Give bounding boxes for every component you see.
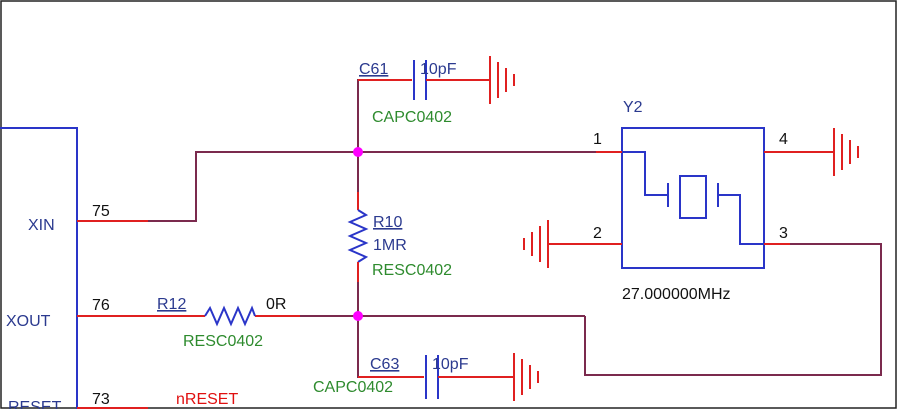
- junction-dot-xout: [353, 311, 363, 321]
- pin-number-75: 75: [92, 203, 110, 220]
- ground-icon: [513, 353, 539, 401]
- c61-footprint: CAPC0402: [372, 109, 452, 126]
- r12-zigzag: [204, 305, 256, 327]
- c61-value: 10pF: [420, 61, 457, 78]
- ground-icon: [523, 220, 549, 268]
- crystal-y2: Y2 27.000000MHz 1 2 3 4: [523, 99, 859, 303]
- r10-zigzag: [347, 209, 369, 263]
- c63-footprint: CAPC0402: [313, 379, 393, 396]
- pin-name-xout: XOUT: [6, 313, 51, 330]
- resistor-r12: R12 0R RESC0402: [157, 296, 286, 350]
- y2-quartz: [679, 175, 707, 219]
- y2-frequency: 27.000000MHz: [622, 286, 731, 303]
- net-label-nreset: nRESET: [176, 391, 238, 408]
- r12-value: 0R: [266, 296, 286, 313]
- pin-number-76: 76: [92, 297, 110, 314]
- ic-symbol: XIN XOUT RESET: [0, 127, 78, 409]
- pin-name-xin: XIN: [28, 217, 55, 234]
- xin-net: [148, 79, 596, 222]
- resistor-r10: R10 1MR RESC0402: [347, 192, 452, 282]
- wire-xin: [148, 151, 358, 222]
- wire-xout-to-y2-pin3: [584, 243, 882, 376]
- capacitor-c61: C61 10pF CAPC0402: [358, 56, 515, 126]
- r10-value: 1MR: [373, 237, 407, 254]
- y2-internal-left: [622, 151, 668, 196]
- pin-number-73: 73: [92, 391, 110, 408]
- pin-name-reset: RESET: [8, 399, 62, 409]
- y2-pin3-number: 3: [779, 225, 788, 242]
- y2-pin1-number: 1: [593, 131, 602, 148]
- r10-ref: R10: [373, 214, 402, 231]
- c61-ref: C61: [359, 61, 388, 78]
- r10-footprint: RESC0402: [372, 262, 452, 279]
- junction-dot-xin: [353, 147, 363, 157]
- y2-pin2-number: 2: [593, 225, 602, 242]
- ic-body-outline: [0, 127, 78, 409]
- y2-internal-right: [718, 194, 764, 245]
- y2-ref: Y2: [623, 99, 643, 116]
- c63-ref: C63: [370, 356, 399, 373]
- ground-icon: [833, 128, 859, 176]
- capacitor-c63: C63 10pF CAPC0402: [313, 353, 539, 401]
- r12-footprint: RESC0402: [183, 333, 263, 350]
- ground-icon: [489, 56, 515, 104]
- y2-pin4-number: 4: [779, 131, 788, 148]
- r12-ref: R12: [157, 296, 186, 313]
- ic-pins: 75 76 73 nRESET: [77, 203, 238, 409]
- y2-body: [621, 127, 765, 269]
- c63-value: 10pF: [432, 356, 469, 373]
